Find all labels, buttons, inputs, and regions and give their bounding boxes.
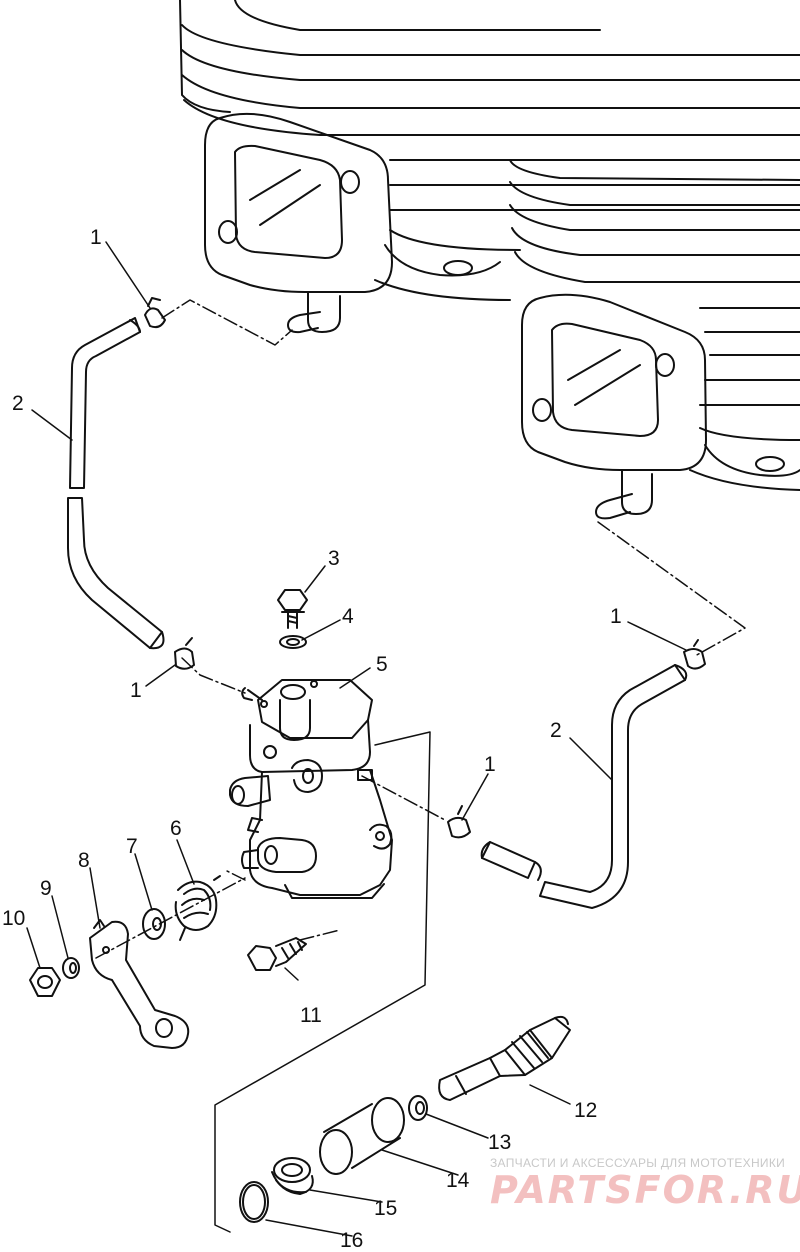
spring-item-15 xyxy=(271,1157,314,1195)
hose-right xyxy=(539,664,688,909)
callout-6: 6 xyxy=(170,817,182,840)
callout-13: 13 xyxy=(488,1131,512,1154)
bolt-item-11 xyxy=(247,937,307,971)
lever-arm-item-8 xyxy=(89,919,190,1049)
callout-5: 5 xyxy=(376,653,388,676)
hose-upper-left xyxy=(69,317,141,489)
callout-1-left: 1 xyxy=(130,679,142,702)
callout-2-left: 2 xyxy=(12,392,24,415)
washer-item-4 xyxy=(279,635,307,649)
callout-7: 7 xyxy=(126,835,138,858)
right-exhaust-flange xyxy=(521,293,707,520)
washer-item-7 xyxy=(142,908,166,940)
callout-12: 12 xyxy=(574,1099,598,1122)
callout-4: 4 xyxy=(342,605,354,628)
callout-1-mid: 1 xyxy=(484,753,496,776)
watermark-caption: ЗАПЧАСТИ И АКСЕССУАРЫ ДЛЯ МОТОТЕХНИКИ xyxy=(490,1156,786,1170)
left-exhaust-flange xyxy=(204,112,393,334)
clamp-upper-left xyxy=(144,297,166,329)
callout-15: 15 xyxy=(374,1197,398,1220)
hose-lower-left xyxy=(67,497,165,650)
callout-9: 9 xyxy=(40,877,52,900)
callout-leaders xyxy=(26,241,687,1237)
clamp-upper-right xyxy=(683,639,706,670)
sleeve-item-14 xyxy=(319,1097,405,1175)
watermark-logo: PARTSFOR.RU xyxy=(490,1168,800,1212)
callout-1-right: 1 xyxy=(610,605,622,628)
right-cylinder-fins xyxy=(509,159,800,491)
callout-1-top: 1 xyxy=(90,226,102,249)
assembly-leader-lines xyxy=(95,299,746,959)
watermark-logo-text: PARTSFOR.RU xyxy=(490,1168,800,1212)
clamp-mid-right xyxy=(447,805,471,839)
bolt-item-3 xyxy=(277,589,308,629)
o-ring-item-16 xyxy=(239,1181,269,1223)
hose-short-right xyxy=(480,841,542,881)
spring-item-6 xyxy=(174,875,221,941)
callout-11: 11 xyxy=(300,1004,322,1027)
callout-2-right: 2 xyxy=(550,719,562,742)
callout-3: 3 xyxy=(328,547,340,570)
lock-washer-item-9 xyxy=(62,957,80,979)
frame-lines xyxy=(214,731,431,1233)
callout-14: 14 xyxy=(446,1169,470,1192)
nut-item-10 xyxy=(29,967,61,997)
callout-8: 8 xyxy=(78,849,90,872)
drive-shaft-item-12 xyxy=(438,1015,571,1101)
callout-16: 16 xyxy=(340,1229,364,1252)
washer-item-13 xyxy=(408,1095,428,1121)
callout-10: 10 xyxy=(2,907,26,930)
pump-body-item-5 xyxy=(229,679,393,899)
clamp-lower-left xyxy=(174,637,195,670)
